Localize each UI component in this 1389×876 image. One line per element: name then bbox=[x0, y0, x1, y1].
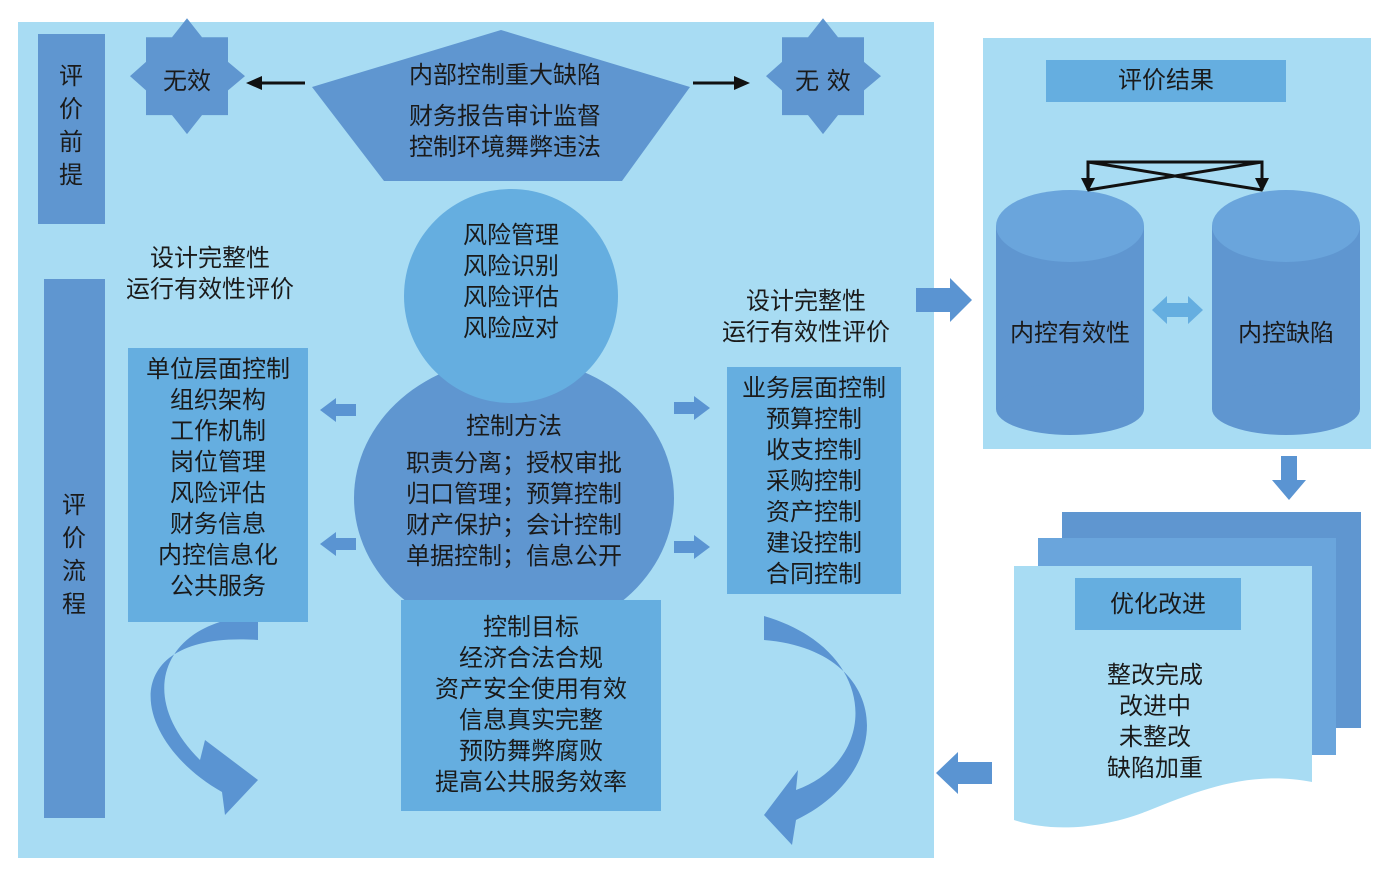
left-caption-line-1: 设计完整性 bbox=[150, 244, 270, 272]
unit-line-7: 内控信息化 bbox=[158, 541, 278, 569]
right-cylinder-label: 内控缺陷 bbox=[1238, 319, 1334, 347]
unit-line-4: 岗位管理 bbox=[170, 448, 266, 476]
improve-item-1: 整改完成 bbox=[1107, 661, 1203, 689]
improve-title: 优化改进 bbox=[1075, 578, 1241, 630]
improve-list: 整改完成 改进中 未整改 缺陷加重 bbox=[1060, 660, 1250, 784]
objective-line-3: 资产安全使用有效 bbox=[435, 675, 627, 703]
business-line-7: 合同控制 bbox=[766, 560, 862, 588]
process-bar: 评价流程 bbox=[44, 279, 105, 818]
objective-line-2: 经济合法合规 bbox=[459, 644, 603, 672]
business-line-4: 采购控制 bbox=[766, 467, 862, 495]
process-bar-label: 评价流程 bbox=[62, 491, 86, 618]
method-line-2: 职责分离；授权审批 bbox=[406, 449, 622, 477]
risk-circle-text: 风险管理 风险识别 风险评估 风险应对 bbox=[440, 220, 582, 344]
objective-line-1: 控制目标 bbox=[483, 613, 579, 641]
arrow-right-1 bbox=[674, 396, 710, 420]
major-defect-pentagon bbox=[312, 30, 690, 181]
left-invalid-tag: 无效 bbox=[163, 67, 211, 95]
pentagon-line-1: 内部控制重大缺陷 bbox=[409, 61, 601, 89]
pentagon-text: 内部控制重大缺陷 财务报告审计监督 控制环境舞弊违法 bbox=[360, 60, 650, 163]
prereq-bar-label: 评价前提 bbox=[59, 62, 83, 189]
business-line-1: 业务层面控制 bbox=[742, 374, 886, 402]
method-line-3: 归口管理；预算控制 bbox=[406, 480, 622, 508]
business-line-2: 预算控制 bbox=[766, 405, 862, 433]
improve-item-4: 缺陷加重 bbox=[1107, 754, 1203, 782]
arrow-right-2 bbox=[674, 535, 710, 559]
objective-box: 控制目标 经济合法合规 资产安全使用有效 信息真实完整 预防舞弊腐败 提高公共服… bbox=[401, 600, 661, 811]
risk-circle bbox=[404, 189, 618, 403]
arrow-to-results bbox=[916, 278, 972, 322]
pentagon-line-2: 财务报告审计监督 bbox=[409, 102, 601, 130]
objective-line-5: 预防舞弊腐败 bbox=[459, 737, 603, 765]
unit-line-6: 财务信息 bbox=[170, 510, 266, 538]
left-caption: 设计完整性 运行有效性评价 bbox=[110, 243, 310, 305]
curve-arrow-left bbox=[150, 616, 258, 815]
unit-line-8: 公共服务 bbox=[170, 572, 266, 600]
right-invalid-tag: 无 效 bbox=[795, 67, 851, 95]
arrow-to-process bbox=[936, 752, 992, 794]
left-cylinder-label: 内控有效性 bbox=[1010, 319, 1130, 347]
unit-line-2: 组织架构 bbox=[170, 386, 266, 414]
improve-item-3: 未整改 bbox=[1119, 723, 1191, 751]
risk-line-4: 风险应对 bbox=[463, 314, 559, 342]
risk-line-2: 风险识别 bbox=[463, 252, 559, 280]
improve-item-2: 改进中 bbox=[1119, 692, 1191, 720]
curve-arrow-right bbox=[764, 616, 867, 845]
unit-level-box: 单位层面控制 组织架构 工作机制 岗位管理 风险评估 财务信息 内控信息化 公共… bbox=[128, 348, 308, 622]
risk-line-3: 风险评估 bbox=[463, 283, 559, 311]
right-caption-line-1: 设计完整性 bbox=[746, 287, 866, 315]
right-caption-line-2: 运行有效性评价 bbox=[722, 318, 890, 346]
right-caption: 设计完整性 运行有效性评价 bbox=[706, 286, 906, 348]
arrow-left-2 bbox=[320, 532, 356, 556]
objective-line-6: 提高公共服务效率 bbox=[435, 768, 627, 796]
right-star bbox=[766, 18, 881, 135]
business-level-box: 业务层面控制 预算控制 收支控制 采购控制 资产控制 建设控制 合同控制 bbox=[727, 367, 901, 594]
results-title: 评价结果 bbox=[1046, 60, 1286, 102]
unit-line-3: 工作机制 bbox=[170, 417, 266, 445]
left-caption-line-2: 运行有效性评价 bbox=[126, 275, 294, 303]
objective-line-4: 信息真实完整 bbox=[459, 706, 603, 734]
method-circle-text: 控制方法 职责分离；授权审批 归口管理；预算控制 财产保护；会计控制 单据控制；… bbox=[384, 411, 644, 572]
business-line-6: 建设控制 bbox=[766, 529, 862, 557]
method-circle bbox=[354, 358, 674, 638]
pentagon-line-3: 控制环境舞弊违法 bbox=[409, 133, 601, 161]
business-line-5: 资产控制 bbox=[766, 498, 862, 526]
business-line-3: 收支控制 bbox=[766, 436, 862, 464]
method-line-1: 控制方法 bbox=[466, 412, 562, 440]
arrow-down bbox=[1272, 456, 1306, 500]
method-line-4: 财产保护；会计控制 bbox=[406, 511, 622, 539]
arrow-left-1 bbox=[320, 398, 356, 422]
unit-line-5: 风险评估 bbox=[170, 479, 266, 507]
prereq-bar: 评价前提 bbox=[38, 34, 105, 224]
method-line-5: 单据控制；信息公开 bbox=[406, 542, 622, 570]
left-star bbox=[130, 18, 245, 135]
risk-line-1: 风险管理 bbox=[463, 221, 559, 249]
unit-line-1: 单位层面控制 bbox=[146, 355, 290, 383]
